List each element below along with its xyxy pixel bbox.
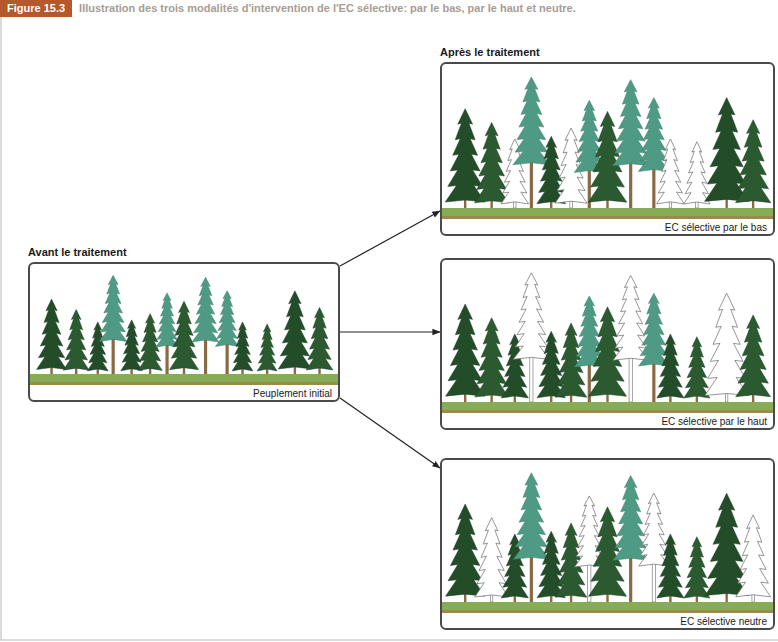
stand-panel: EC sélective neutre — [440, 458, 775, 630]
removed-tree — [613, 276, 648, 402]
panel-label: EC sélective par le bas — [664, 222, 768, 233]
stand-panel: EC sélective par le haut — [440, 258, 775, 430]
tree — [657, 334, 684, 402]
tree-stand — [446, 473, 771, 602]
tree — [736, 315, 771, 402]
panel-label: EC sélective neutre — [679, 616, 768, 627]
tree — [121, 320, 143, 374]
tree — [684, 337, 710, 402]
ground — [442, 402, 773, 410]
soil — [442, 216, 773, 219]
removed-tree — [657, 139, 685, 208]
tree — [232, 322, 253, 374]
tree — [99, 275, 127, 374]
soil — [442, 610, 773, 613]
treatment-arrow — [340, 331, 440, 332]
tree — [446, 504, 485, 602]
removed-tree — [705, 293, 749, 402]
panel-label: Peuplement initial — [252, 388, 333, 399]
tree — [475, 318, 509, 402]
treatment-arrow — [340, 211, 440, 266]
forest-illustration — [442, 460, 773, 628]
stand-panel: Avant le traitementPeuplement initial — [28, 262, 340, 402]
tree — [475, 122, 509, 208]
tree — [37, 299, 67, 374]
soil — [30, 382, 338, 385]
tree — [63, 310, 89, 374]
tree — [705, 98, 749, 208]
tree — [613, 476, 648, 602]
tree — [657, 534, 684, 602]
forest-illustration — [442, 64, 773, 234]
panel-heading: Avant le traitement — [28, 246, 127, 258]
figure-number: Figure 15.3 — [0, 0, 72, 17]
soil — [442, 410, 773, 413]
ground — [30, 374, 338, 382]
tree — [735, 120, 770, 208]
tree — [684, 537, 710, 602]
panel-heading: Après le traitement — [440, 46, 540, 58]
tree — [169, 301, 198, 374]
panel-label: EC sélective par le haut — [660, 416, 768, 427]
tree — [705, 493, 749, 602]
tree-stand — [445, 77, 771, 208]
ground — [442, 208, 773, 216]
removed-tree — [475, 518, 509, 602]
tree-stand — [446, 273, 771, 402]
stand-panel: Après le traitementEC sélective par le b… — [440, 62, 775, 236]
frame-line — [1, 17, 778, 640]
tree — [192, 277, 219, 374]
tree — [446, 304, 485, 402]
forest-illustration — [30, 264, 338, 400]
removed-tree — [684, 142, 710, 208]
ground — [442, 602, 773, 610]
tree — [445, 109, 485, 208]
tree — [613, 80, 649, 208]
tree — [306, 307, 333, 374]
tree-stand — [37, 275, 333, 374]
tree — [278, 291, 311, 374]
removed-tree — [736, 515, 771, 602]
forest-illustration — [442, 260, 773, 428]
tree — [257, 324, 277, 374]
treatment-arrow — [340, 398, 440, 468]
figure-caption: Illustration des trois modalités d'inter… — [79, 0, 576, 17]
